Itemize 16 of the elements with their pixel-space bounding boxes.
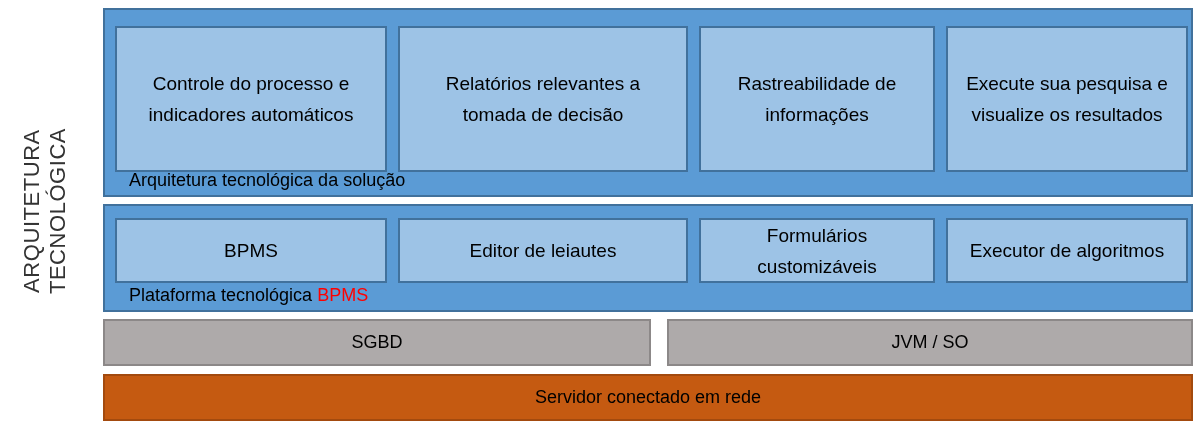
component-box: Controle do processo e indicadores automáticos	[115, 26, 387, 172]
layer-band	[103, 204, 1193, 312]
layer-title: Plataforma tecnológica BPMS	[129, 284, 369, 307]
component-box: Formulários customizáveis	[699, 218, 935, 283]
layer-box: SGBD	[103, 319, 651, 366]
component-box: Execute sua pesquisa e visualize os resultados	[946, 26, 1188, 172]
component-box: Editor de leiautes	[398, 218, 688, 283]
layer-box: JVM / SO	[667, 319, 1193, 366]
component-box: BPMS	[115, 218, 387, 283]
component-box: Executor de algoritmos	[946, 218, 1188, 283]
layer-title: Arquitetura tecnológica da solução	[129, 169, 406, 192]
component-box: Rastreabilidade de informações	[699, 26, 935, 172]
vertical-axis-title: ARQUITETURA TECNOLÓGICA	[19, 126, 71, 297]
server-bar: Servidor conectado em rede	[103, 374, 1193, 421]
layer-band	[103, 8, 1193, 197]
component-box: Relatórios relevantes a tomada de decisão	[398, 26, 688, 172]
